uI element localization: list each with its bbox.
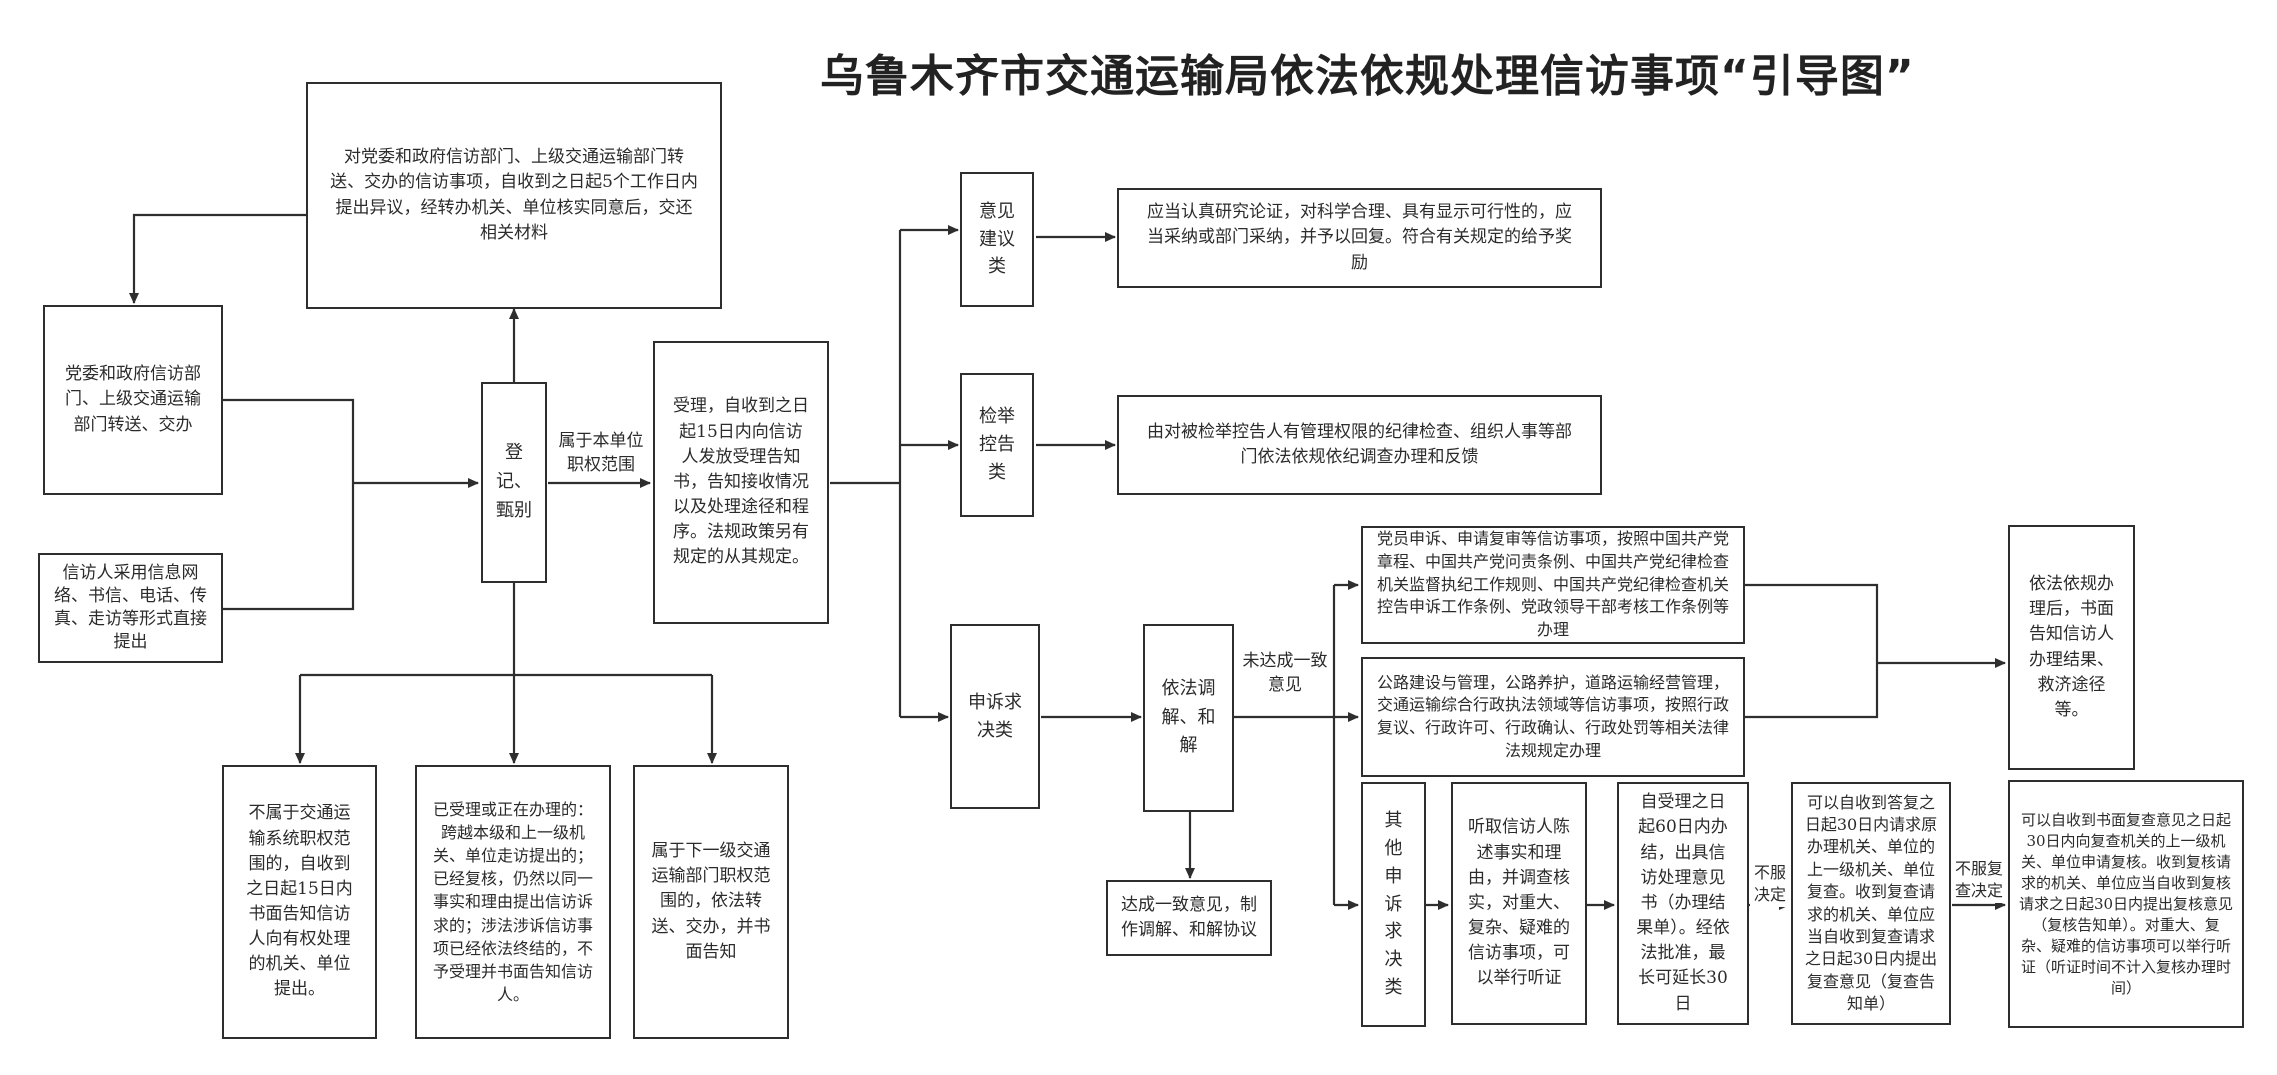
page-title: 乌鲁木齐市交通运输局依法依规处理信访事项“引导图”	[820, 51, 1915, 102]
lower-level-box: 属于下一级交通运输部门职权范围的，依法转送、交办，并书面告知	[633, 765, 789, 1039]
road-appeal-text: 公路建设与管理，公路养护，道路运输经营管理，交通运输综合行政执法领域等信访事项，…	[1377, 672, 1730, 760]
mediation-box: 依法调解、和解	[1143, 624, 1234, 812]
already-accepted-box: 已受理或正在办理的：跨越本级和上一级机关、单位走访提出的；已经复核，仍然以同一事…	[415, 765, 611, 1039]
party-appeal-box: 党员申诉、申请复审等信访事项，按照中国共产党章程、中国共产党问责条例、中国共产党…	[1361, 526, 1745, 644]
report-result-box: 由对被检举控告人有管理权限的纪律检查、组织人事等部门依法依规依纪调查办理和反馈	[1117, 395, 1602, 495]
party-appeal-text: 党员申诉、申请复审等信访事项，按照中国共产党章程、中国共产党问责条例、中国共产党…	[1377, 529, 1730, 640]
not-in-scope-box: 不属于交通运输系统职权范围的，自收到之日起15日内书面告知信访人向有权处理的机关…	[222, 765, 377, 1039]
recheck-request-text: 可以自收到书面复查意见之日起30日内向复查机关的上一级机关、单位申请复核。收到复…	[2018, 810, 2234, 997]
party-gov-transfer-text: 党委和政府信访部门、上级交通运输部门转送、交办	[65, 364, 201, 435]
accept-text: 受理，自收到之日起15日内向信访人发放受理告知书，告知接收情况以及处理途径和程序…	[673, 396, 809, 568]
petitioner-direct-box: 信访人采用信息网络、书信、电话、传真、走访等形式直接提出	[38, 553, 223, 663]
register-screen-text: 登记、甄别	[496, 442, 532, 521]
other-appeal-text: 其他申诉求决类	[1384, 809, 1403, 999]
recheck-request-box: 可以自收到书面复查意见之日起30日内向复查机关的上一级机关、单位申请复核。收到复…	[2008, 780, 2244, 1028]
appeal-type-box: 申诉求决类	[950, 624, 1040, 809]
transfer-objection-text: 对党委和政府信访部门、上级交通运输部门转送、交办的信访事项，自收到之日起5个工作…	[330, 147, 698, 243]
party-gov-transfer-box: 党委和政府信访部门、上级交通运输部门转送、交办	[43, 305, 223, 495]
mediation-text: 依法调解、和解	[1161, 677, 1216, 757]
transfer-objection-box: 对党委和政府信访部门、上级交通运输部门转送、交办的信访事项，自收到之日起5个工作…	[306, 82, 722, 309]
accept-box: 受理，自收到之日起15日内向信访人发放受理告知书，告知接收情况以及处理途径和程序…	[653, 341, 829, 624]
appeal-type-text: 申诉求决类	[968, 691, 1022, 741]
other-appeal-box: 其他申诉求决类	[1361, 782, 1426, 1027]
disagree-label-2: 不服复查决定	[1953, 858, 2005, 903]
suggestion-type-box: 意见建议类	[960, 172, 1034, 307]
in-scope-label: 属于本单位职权范围	[552, 430, 650, 478]
report-result-text: 由对被检举控告人有管理权限的纪律检查、组织人事等部门依法依规依纪调查办理和反馈	[1147, 421, 1572, 467]
not-in-scope-text: 不属于交通运输系统职权范围的，自收到之日起15日内书面告知信访人向有权处理的机关…	[246, 803, 353, 1000]
report-type-box: 检举控告类	[960, 373, 1034, 517]
no-agreement-label: 未达成一致意见	[1240, 650, 1330, 698]
report-type-text: 检举控告类	[979, 406, 1015, 483]
suggestion-result-text: 应当认真研究论证，对科学合理、具有显示可行性的，应当采纳或部门采纳，并予以回复。…	[1147, 202, 1572, 273]
agreement-text: 达成一致意见，制作调解、和解协议	[1121, 894, 1257, 940]
disagree-label-1: 不服决定	[1750, 862, 1790, 907]
hearing-text: 听取信访人陈述事实和理由，并调查核实，对重大、复杂、疑难的信访事项，可以举行听证	[1468, 817, 1570, 989]
lower-level-text: 属于下一级交通运输部门职权范围的，依法转送、交办，并书面告知	[651, 841, 771, 962]
already-accepted-text: 已受理或正在办理的：跨越本级和上一级机关、单位走访提出的；已经复核，仍然以同一事…	[432, 799, 593, 1005]
road-appeal-box: 公路建设与管理，公路养护，道路运输经营管理，交通运输综合行政执法领域等信访事项，…	[1361, 657, 1745, 777]
petitioner-direct-text: 信访人采用信息网络、书信、电话、传真、走访等形式直接提出	[54, 563, 207, 652]
handling-60-box: 自受理之日起60日内办结，出具信访处理意见书（办理结果单）。经依法批准，最长可延…	[1617, 782, 1749, 1025]
hearing-box: 听取信访人陈述事实和理由，并调查核实，对重大、复杂、疑难的信访事项，可以举行听证	[1451, 782, 1587, 1025]
final-result-text: 依法依规办理后，书面告知信访人办理结果、救济途径等。	[2029, 574, 2114, 720]
handling-60-text: 自受理之日起60日内办结，出具信访处理意见书（办理结果单）。经依法批准，最长可延…	[1636, 792, 1730, 1014]
final-result-box: 依法依规办理后，书面告知信访人办理结果、救济途径等。	[2008, 525, 2135, 770]
review-request-text: 可以自收到答复之日起30日内请求原办理机关、单位的上一级机关、单位复查。收到复查…	[1804, 792, 1938, 1014]
review-request-box: 可以自收到答复之日起30日内请求原办理机关、单位的上一级机关、单位复查。收到复查…	[1791, 782, 1951, 1025]
suggestion-result-box: 应当认真研究论证，对科学合理、具有显示可行性的，应当采纳或部门采纳，并予以回复。…	[1117, 188, 1602, 288]
agreement-box: 达成一致意见，制作调解、和解协议	[1106, 880, 1272, 956]
suggestion-type-text: 意见建议类	[979, 200, 1015, 278]
register-screen-box: 登记、甄别	[481, 382, 547, 583]
